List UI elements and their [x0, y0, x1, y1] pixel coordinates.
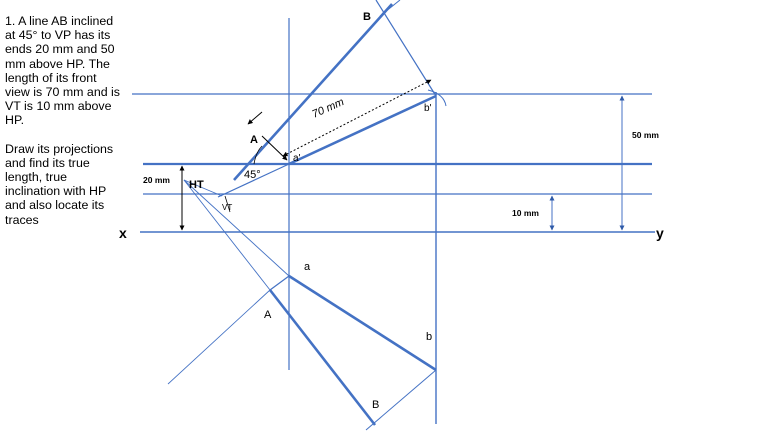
label-a-dash: a' [293, 153, 301, 164]
dimension-70mm-label: 70 mm [310, 96, 346, 121]
label-B-top: B [372, 399, 379, 411]
construction-line-lower-left [167, 289, 271, 385]
trace-line-ht-2 [183, 179, 271, 291]
arrow-to-A [247, 111, 263, 125]
trace-line-ht-1 [183, 179, 290, 277]
label-b-dash: b' [424, 103, 432, 114]
true-length-line-top [268, 289, 377, 426]
problem-task: Draw its projections and find its true l… [5, 141, 114, 227]
thin-line-a-to-A [269, 275, 290, 291]
vt-marker-line [224, 195, 231, 213]
front-view-a-dash-b-dash [288, 94, 437, 166]
label-A-front: A [250, 134, 258, 146]
angle-arc-45 [253, 145, 263, 165]
label-A-top: A [264, 309, 272, 321]
trace-line-ht-3 [183, 179, 223, 197]
label-vt: VT [222, 203, 232, 212]
dimension-70mm-line [282, 79, 432, 157]
top-view-ab [288, 274, 437, 372]
thin-line-to-B [379, 0, 401, 17]
label-B-front: B [363, 11, 371, 23]
thin-line-b-to-B [365, 369, 437, 431]
label-a-top: a [304, 261, 311, 273]
label-50mm: 50 mm [632, 130, 659, 140]
label-10mm: 10 mm [512, 208, 539, 218]
label-ht: HT [189, 179, 204, 191]
locus-line-B [375, 0, 437, 97]
label-b-top: b [426, 331, 432, 343]
line-A-to-vt-extension [217, 163, 290, 198]
problem-text: 1. A line AB inclined at 45° to VP has i… [5, 14, 123, 227]
axis-label-x: x [119, 225, 127, 241]
problem-statement: 1. A line AB inclined at 45° to VP has i… [5, 14, 120, 128]
axis-label-y: y [656, 225, 664, 241]
label-20mm: 20 mm [143, 175, 170, 185]
angle-45-label: 45° [244, 169, 261, 181]
